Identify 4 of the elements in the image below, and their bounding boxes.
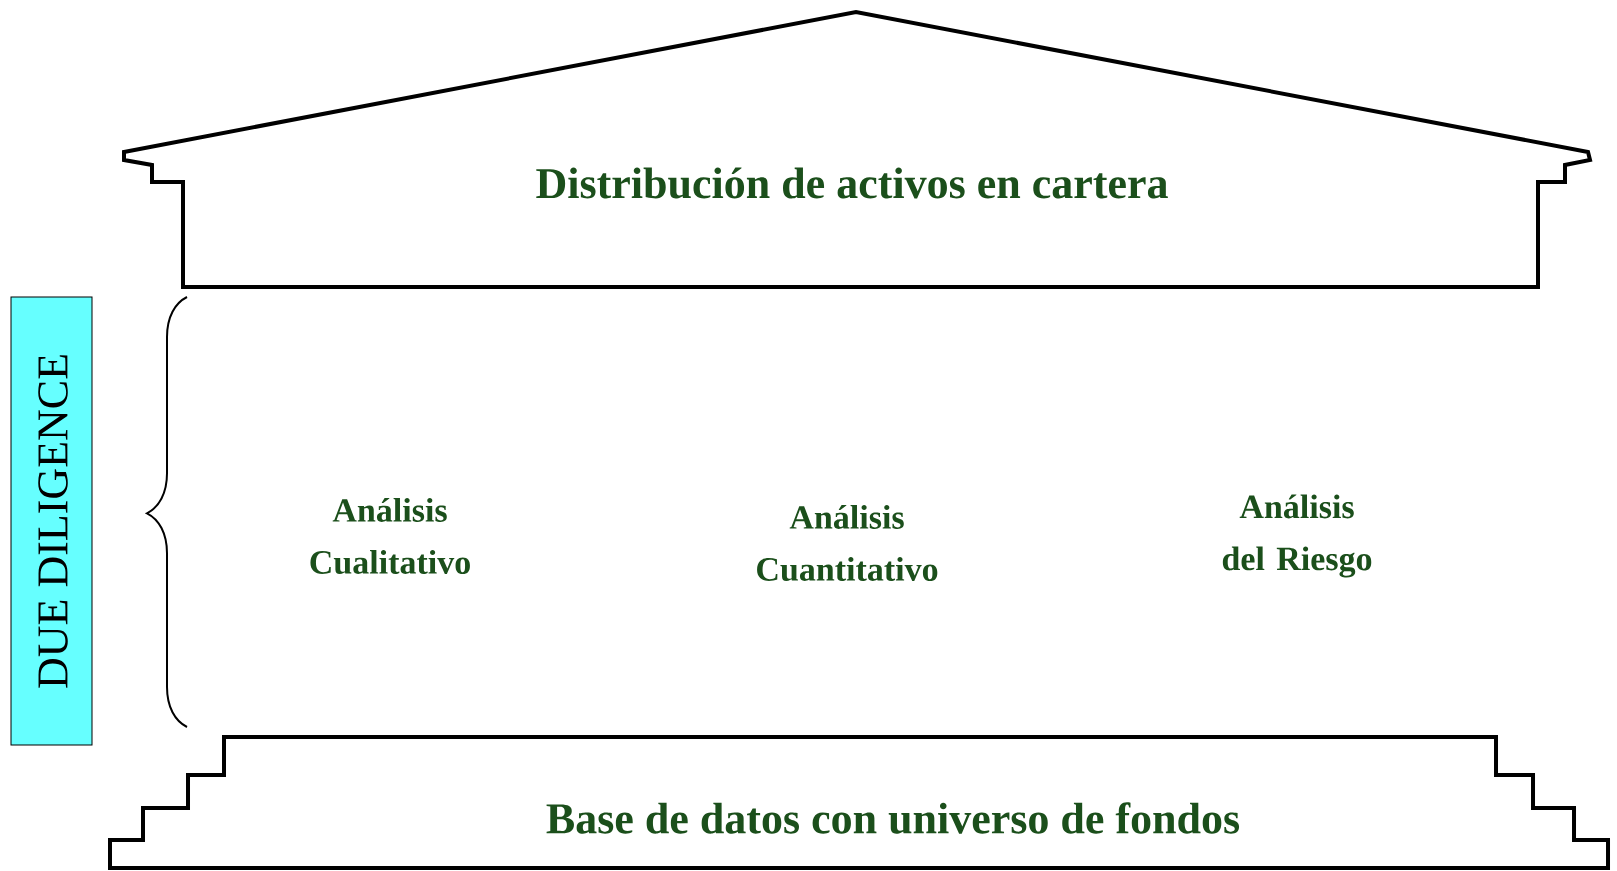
column-label: Análisis del Riesgo xyxy=(1222,494,1372,578)
column-label: Análisis Cualitativo xyxy=(310,498,470,574)
label-box: DUE DILIGENCE xyxy=(10,296,93,746)
column-label: Análisis Cuantitativo xyxy=(757,505,938,581)
